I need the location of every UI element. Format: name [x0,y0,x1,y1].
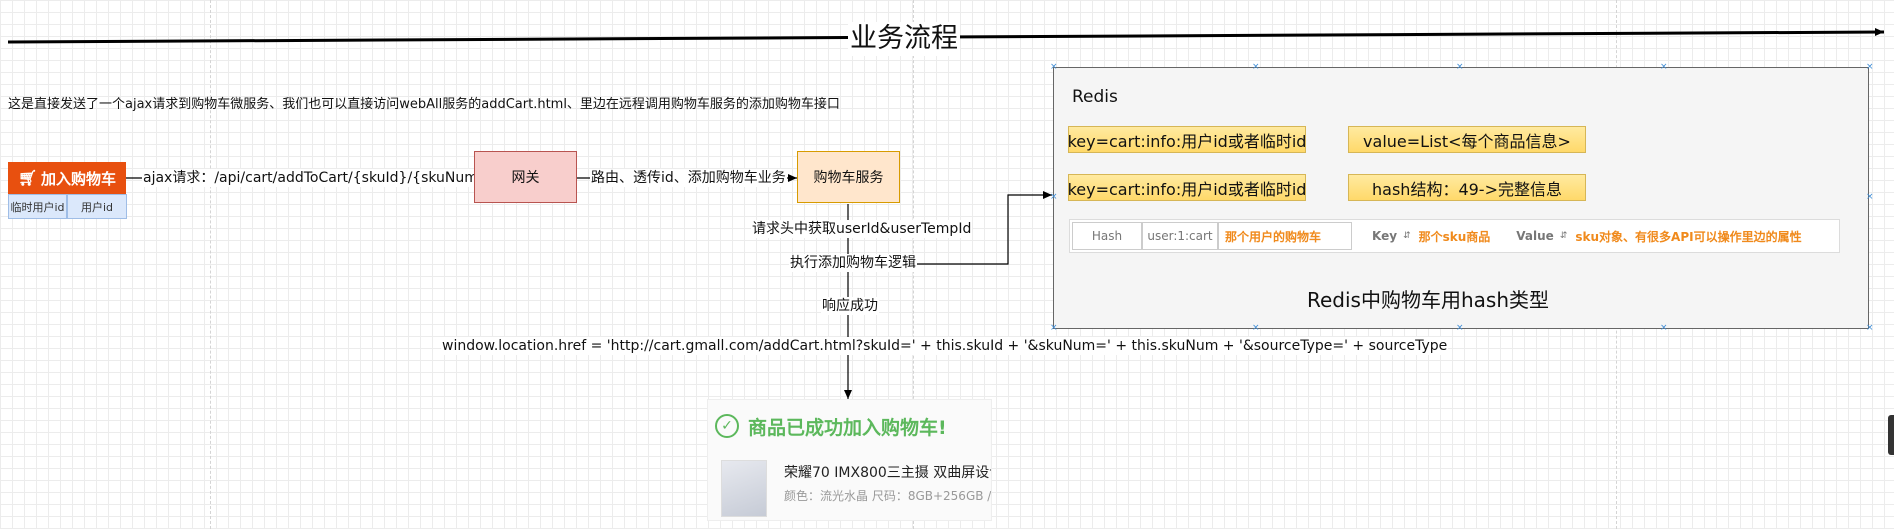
resize-handle[interactable]: × [1050,62,1058,72]
resize-handle[interactable]: × [1660,62,1668,72]
intro-note: 这是直接发送了一个ajax请求到购物车微服务、我们也可以直接访问webAll服务… [8,97,840,112]
redis-value-hash: hash结构：49->完整信息 [1348,174,1586,201]
page-guide [210,0,211,529]
step-get-ids: 请求头中获取userId&userTempId [751,220,973,238]
hash-field-header: Key ⇵ 那个sku商品 [1352,220,1496,252]
resize-handle[interactable]: × [1252,62,1260,72]
cart-icon: 🛒︎ [17,169,38,187]
resize-handle[interactable]: × [1050,192,1058,202]
toast-title: 商品已成功加入购物车! [748,417,947,439]
step-redirect: window.location.href = 'http://cart.gmal… [441,337,1449,355]
hash-key-name: user:1:cart [1142,222,1218,250]
scrollbar-tab[interactable] [1888,415,1894,455]
product-thumbnail [721,460,767,517]
hash-structure-bar: Hash user:1:cart 那个用户的购物车 Key ⇵ 那个sku商品 … [1069,219,1840,253]
cart-service-node: 购物车服务 [797,151,900,203]
step-success: 响应成功 [821,297,879,315]
resize-handle[interactable]: × [1456,62,1464,72]
resize-handle[interactable]: × [1866,62,1874,72]
value-label: Value [1516,229,1554,243]
gateway-node: 网关 [474,151,577,203]
param-temp-user-id: 临时用户id [8,194,67,219]
sort-icon[interactable]: ⇵ [1403,231,1411,241]
resize-handle[interactable]: × [1866,323,1874,333]
param-user-id: 用户id [67,194,127,219]
field-desc: 那个sku商品 [1418,229,1491,244]
resize-handle[interactable]: × [1456,323,1464,333]
redis-key-list: key=cart:info:用户id或者临时id [1068,126,1306,153]
resize-handle[interactable]: × [1660,323,1668,333]
field-label: Key [1372,229,1398,243]
add-cart-button[interactable]: 🛒︎ 加入购物车 [8,162,126,194]
ajax-request-label: ajax请求：/api/cart/addToCart/{skuId}/{skuN… [142,169,488,187]
resize-handle[interactable]: × [1866,192,1874,202]
redis-key-hash: key=cart:info:用户id或者临时id [1068,174,1306,201]
redis-value-list: value=List<每个商品信息> [1348,126,1586,153]
resize-handle[interactable]: × [1252,323,1260,333]
route-label: 路由、透传id、添加购物车业务 [590,169,787,187]
success-toast: ✓ 商品已成功加入购物车! 荣耀70 IMX800三主摄 双曲屏设计 颜色：流光… [707,399,992,521]
product-name[interactable]: 荣耀70 IMX800三主摄 双曲屏设计 [784,465,991,481]
check-circle-icon: ✓ [715,414,739,438]
hash-type-label: Hash [1072,222,1142,250]
product-spec: 颜色：流光水晶 尺码：8GB+256GB / 5 [784,489,991,503]
resize-handle[interactable]: × [1050,323,1058,333]
page-title: 业务流程 [848,22,960,56]
value-desc: sku对象、有很多API可以操作里边的属性 [1575,229,1802,244]
redis-caption: Redis中购物车用hash类型 [1307,288,1550,312]
step-exec-logic: 执行添加购物车逻辑 [789,254,917,272]
sort-icon[interactable]: ⇵ [1559,231,1568,241]
hash-value-header: Value ⇵ sku对象、有很多API可以操作里边的属性 [1496,220,1807,252]
add-cart-label: 加入购物车 [41,169,117,188]
hash-key-desc: 那个用户的购物车 [1218,222,1352,250]
redis-label: Redis [1072,87,1118,107]
edge-logic-redis [914,191,1052,265]
